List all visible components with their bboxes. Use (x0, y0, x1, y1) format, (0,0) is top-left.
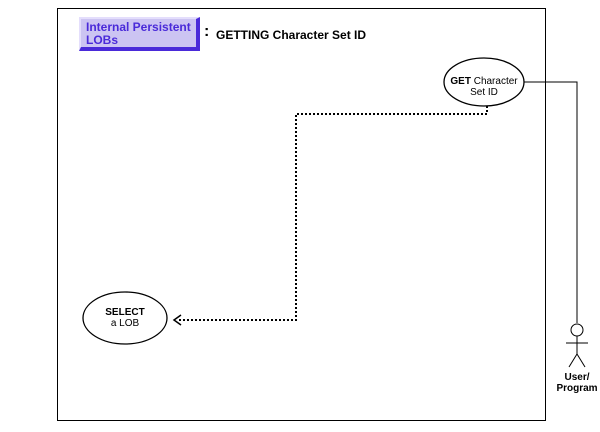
select-lob-oval[interactable] (82, 291, 168, 345)
select-lob-label: SELECT a LOB (83, 307, 167, 329)
arrowhead-icon (172, 314, 182, 326)
select-label-line2: a LOB (110, 318, 140, 329)
get-label-line2: Set ID (470, 87, 498, 98)
page-title: GETTING Character Set ID (216, 28, 367, 42)
get-character-set-id-label: GET Character Set ID (444, 76, 524, 98)
title-separator: : (204, 23, 210, 40)
actor-label-line1: User/ (564, 372, 590, 383)
select-label-line1: SELECT (105, 307, 145, 318)
category-badge: Internal Persistent LOBs (79, 17, 200, 51)
actor-label: User/ Program (553, 372, 600, 394)
category-badge-line2: LOBs (86, 33, 119, 47)
diagram-frame (57, 8, 546, 421)
get-label-bold: GET (450, 76, 471, 87)
stick-figure-icon (566, 323, 588, 368)
actor-connector-line (524, 81, 578, 323)
category-badge-line1: Internal Persistent (86, 20, 191, 34)
actor-label-line2: Program (556, 383, 598, 394)
flow-dotted-arrow (178, 106, 488, 321)
get-label-rest: Character (470, 76, 518, 87)
